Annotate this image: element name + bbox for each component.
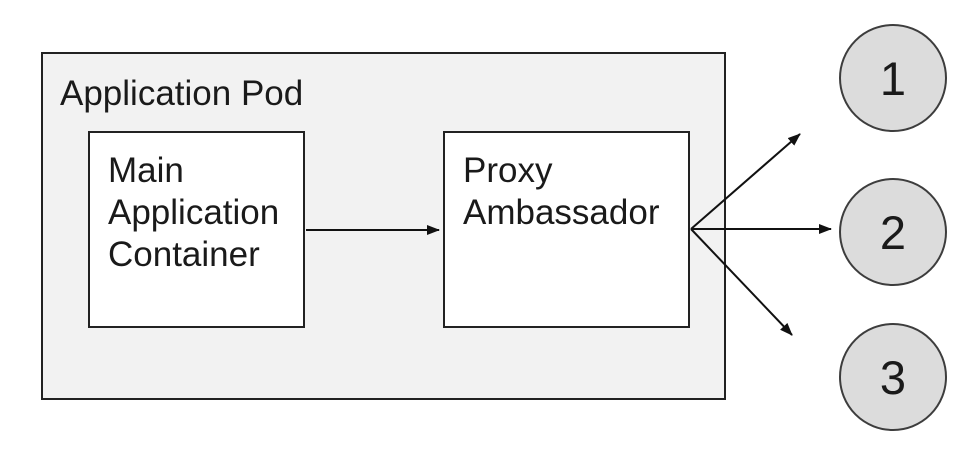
node-3-label: 3 [879, 350, 907, 404]
main-application-container-box: Main Application Container [88, 131, 305, 328]
application-pod-label: Application Pod [60, 74, 304, 113]
main-application-container-label: Main Application Container [108, 151, 280, 274]
node-circle-2: 2 [839, 178, 947, 286]
node-circle-1: 1 [839, 24, 947, 132]
node-2-label: 2 [879, 205, 907, 259]
node-circle-3: 3 [839, 323, 947, 431]
proxy-ambassador-label: Proxy Ambassador [463, 151, 660, 232]
proxy-ambassador-box: Proxy Ambassador [443, 131, 690, 328]
node-1-label: 1 [879, 51, 907, 105]
